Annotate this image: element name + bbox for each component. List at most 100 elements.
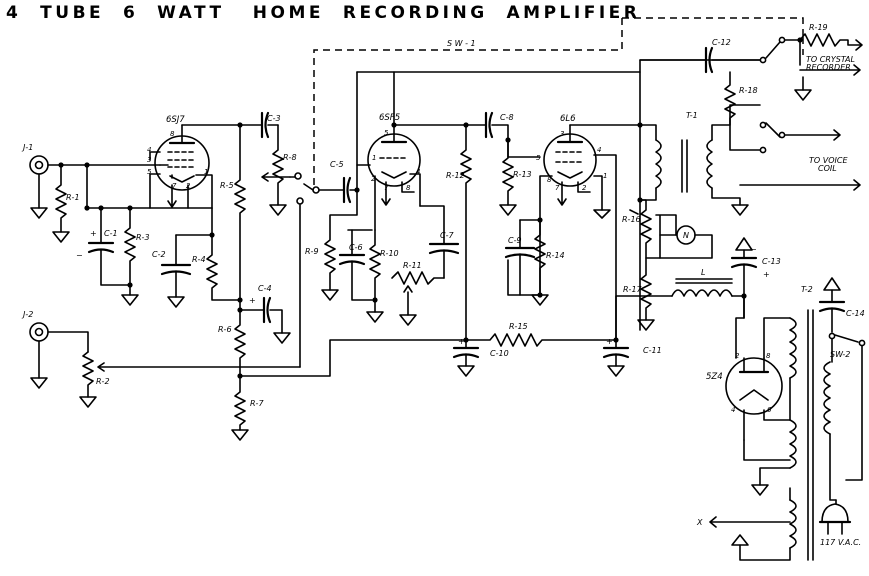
svg-text:+: +: [606, 337, 613, 346]
wire-filament-5z4: [743, 409, 791, 441]
wire-b-plus-bus: [239, 339, 467, 377]
svg-text:+: +: [458, 337, 465, 346]
svg-text:6: 6: [767, 406, 772, 414]
r7-label: R-7: [250, 399, 264, 408]
tube-6sf5-label: 6SF5: [379, 113, 400, 123]
wire-screen: [149, 151, 161, 161]
r6-label: R-6: [218, 325, 232, 334]
r1-label: R-1: [66, 193, 80, 202]
svg-text:1: 1: [372, 154, 376, 162]
resistor-r15: R-15: [465, 322, 617, 347]
r16-label: R-16: [622, 215, 641, 224]
jack-j2: J-2: [21, 310, 49, 389]
c11-label: C-11: [643, 346, 662, 355]
r2-label: R-2: [96, 377, 110, 386]
meter-label: N: [683, 231, 689, 240]
svg-text:8: 8: [766, 352, 771, 360]
diagram-title: 4 TUBE 6 WATT HOME RECORDING AMPLIFIER: [6, 3, 640, 23]
jack-j1: J-1: [21, 143, 49, 219]
svg-text:1: 1: [603, 172, 607, 180]
resistor-r1: R-1: [52, 164, 80, 243]
resistor-r10: R-10: [366, 229, 399, 323]
crystal-label-2: RECORDER: [806, 63, 851, 72]
tube-6l6: 6L6 3 4 5 8 7 2 1: [536, 114, 607, 192]
mains-plug: 117 V.A.C.: [818, 499, 861, 547]
svg-text:4: 4: [416, 168, 420, 176]
capacitor-c12: C-12: [704, 38, 731, 74]
junction-dot: [797, 37, 803, 43]
switch-contact: [312, 186, 320, 194]
tube-6l6-label: 6L6: [560, 114, 576, 124]
wire-suppressor: [195, 174, 213, 209]
c4-label: C-4: [258, 284, 272, 293]
capacitor-c5: C-5: [318, 160, 371, 204]
svg-text:8: 8: [547, 176, 552, 184]
junction-dot: [127, 205, 133, 211]
junction-dot: [637, 122, 643, 128]
c1-label: C-1: [104, 229, 118, 238]
r3-label: R-3: [136, 233, 150, 242]
svg-text:5: 5: [384, 129, 389, 137]
c10-label: C-10: [490, 349, 509, 358]
c6-label: C-6: [349, 243, 363, 252]
svg-text:4: 4: [147, 146, 151, 154]
r9-label: R-9: [305, 247, 319, 256]
switch-contact: [296, 197, 304, 205]
r4-label: R-4: [192, 255, 206, 264]
svg-text:4: 4: [731, 406, 735, 414]
r19-label: R-19: [809, 23, 828, 32]
resistor-r17: R-17: [623, 257, 655, 331]
svg-text:4: 4: [597, 146, 601, 154]
wire-heater-v2: [401, 181, 415, 193]
r17-label: R-17: [623, 285, 643, 294]
c12-label: C-12: [712, 38, 731, 47]
junction-dot: [372, 297, 378, 303]
svg-text:−: −: [76, 251, 83, 260]
capacitor-c14: C-14: [818, 277, 865, 333]
r8-label: R-8: [283, 153, 297, 162]
svg-text:8: 8: [170, 130, 175, 138]
capacitor-c7: C-7: [419, 205, 460, 279]
tube-6sj7: 6SJ7 8 4 3 5 7 2 1: [147, 115, 210, 191]
wire-plate-5z4: [763, 317, 791, 359]
svg-text:+: +: [90, 229, 97, 238]
resistor-r13: R-13: [499, 139, 532, 216]
svg-text:5: 5: [147, 168, 152, 176]
ground-pin1-v3: [593, 209, 611, 219]
mains-label: 117 V.A.C.: [820, 538, 861, 547]
arrow-heater-v3: [557, 181, 567, 206]
r15-label: R-15: [509, 322, 528, 331]
junction-dot: [98, 205, 104, 211]
wire-t2-ct: [759, 467, 791, 486]
capacitor-c4: C-4 +: [239, 284, 291, 344]
wire-t2-pri: [829, 433, 837, 501]
resistor-r5: R-5: [220, 124, 246, 301]
x-label: X: [696, 518, 703, 527]
c9-label: C-9: [508, 236, 522, 245]
svg-text:2: 2: [582, 184, 587, 192]
resistor-r9: R-9: [305, 189, 358, 301]
crystal-label-1: TO CRYSTAL: [806, 55, 855, 64]
r13-label: R-13: [513, 170, 532, 179]
svg-text:7: 7: [555, 184, 560, 192]
voice-output-arrows: [739, 129, 861, 191]
resistor-r19: R-19: [784, 23, 863, 51]
svg-text:8: 8: [406, 184, 411, 192]
c7-label: C-7: [440, 231, 454, 240]
tube-5z4-label: 5Z4: [706, 372, 723, 382]
capacitor-c8: C-8: [465, 111, 541, 158]
resistor-r4: R-4: [192, 234, 241, 301]
svg-text:−: −: [750, 245, 757, 254]
junction-dot: [537, 292, 543, 298]
c5-label: C-5: [330, 160, 344, 169]
voice-label-2: COIL: [818, 164, 837, 173]
voice-label-1: TO VOICE: [809, 156, 848, 165]
wire-rect-out: [735, 295, 745, 359]
svg-text:2: 2: [735, 352, 740, 360]
resistor-r7: R-7: [231, 375, 264, 441]
sw1-label: S W - 1: [447, 39, 476, 48]
transformer-t1: T-1: [639, 104, 761, 216]
sw2-label: SW-2: [830, 350, 850, 359]
wire-heater-v3: [577, 181, 591, 193]
